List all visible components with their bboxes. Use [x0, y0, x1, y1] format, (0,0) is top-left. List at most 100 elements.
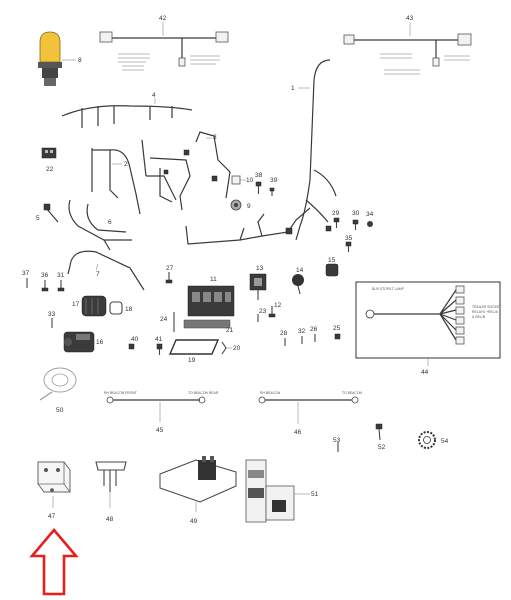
callout-52: 52 — [378, 444, 386, 451]
callout-6: 6 — [108, 219, 112, 226]
callout-27: 27 — [166, 265, 174, 272]
callout-20: 20 — [233, 345, 241, 352]
callout-9: 9 — [247, 203, 251, 210]
callout-28: 28 — [280, 330, 288, 337]
fuse-box-11 — [187, 285, 235, 317]
callout-7: 7 — [96, 271, 100, 278]
connector-10 — [231, 175, 246, 185]
screw-12 — [268, 306, 276, 318]
callout-41: 41 — [155, 336, 163, 343]
callout-47: 47 — [48, 513, 56, 520]
harness-4 — [61, 98, 193, 128]
inset-44-note-2: RELAYS +REL/A — [472, 310, 499, 314]
relay-13 — [249, 273, 267, 300]
callout-16: 16 — [96, 339, 104, 346]
assembly-51 — [245, 459, 310, 523]
harness-6 — [68, 199, 132, 251]
beacon-lamp-8 — [38, 31, 76, 86]
frame-19 — [168, 339, 220, 355]
callout-17: 17 — [72, 301, 80, 308]
harness-3 — [149, 131, 231, 211]
callout-25: 25 — [333, 325, 341, 332]
callout-54: 54 — [441, 438, 449, 445]
harness-43 — [343, 22, 472, 75]
harness-46: RH BEACON TO BEACON — [258, 391, 362, 424]
harness-42 — [99, 22, 229, 71]
callout-36: 36 — [41, 272, 49, 279]
star-washer-54 — [418, 431, 436, 449]
work-light-50 — [39, 367, 77, 401]
callout-37: 37 — [22, 270, 30, 277]
callout-10: 10 — [246, 177, 254, 184]
inset-44-note-3: & REL/B — [472, 315, 486, 319]
callout-15: 15 — [328, 257, 336, 264]
callout-44: 44 — [421, 369, 429, 376]
callout-38: 38 — [255, 172, 263, 179]
callout-53: 53 — [333, 437, 341, 444]
callout-46: 46 — [294, 429, 302, 436]
nut-34 — [367, 221, 373, 227]
callout-19: 19 — [188, 357, 196, 364]
callout-12: 12 — [274, 302, 282, 309]
callout-39: 39 — [270, 177, 278, 184]
callout-35: 35 — [345, 235, 353, 242]
callout-32: 32 — [298, 328, 306, 335]
harness-centre — [185, 207, 332, 245]
callout-30: 30 — [352, 210, 360, 217]
harness-45: RH BEACON FRONT TO BEACON REAR — [104, 391, 219, 422]
callout-24: 24 — [160, 316, 168, 323]
callout-33: 33 — [48, 311, 56, 318]
screw-25 — [334, 333, 341, 340]
callout-18: 18 — [125, 306, 133, 313]
callout-1: 1 — [291, 85, 295, 92]
pump-16 — [63, 331, 95, 353]
callout-45: 45 — [156, 427, 164, 434]
callout-2: 2 — [124, 161, 128, 168]
screw-39 — [269, 187, 275, 196]
callout-22: 22 — [46, 166, 54, 173]
motor-17 — [81, 295, 107, 317]
screw-36 — [41, 280, 49, 292]
callout-51: 51 — [311, 491, 319, 498]
inset-44: BUS STOP/LT LAMP TRAILER SOCKET RELAYS +… — [355, 281, 501, 366]
callout-11: 11 — [210, 276, 217, 283]
callout-23: 23 — [259, 308, 267, 315]
callout-49: 49 — [190, 518, 198, 525]
grommet-9 — [230, 199, 242, 211]
gasket-18 — [109, 301, 123, 315]
connector-22 — [41, 147, 57, 159]
inset-44-title: BUS STOP/LT LAMP — [372, 287, 405, 291]
harness-45-left-tag: RH BEACON FRONT — [104, 391, 137, 395]
callout-48: 48 — [106, 516, 114, 523]
switch-48 — [95, 461, 127, 508]
callout-3: 3 — [213, 134, 217, 141]
harness-7 — [67, 250, 145, 291]
harness-46-left-tag: RH BEACON — [260, 391, 281, 395]
callout-4: 4 — [152, 92, 156, 99]
screw-30 — [352, 219, 359, 230]
clip-20 — [221, 341, 232, 355]
bracket-47 — [37, 461, 71, 508]
screw-35 — [345, 241, 352, 252]
screw-38 — [255, 181, 262, 194]
callout-13: 13 — [256, 265, 264, 272]
horn-14 — [292, 274, 304, 295]
probe-5 — [43, 203, 59, 223]
callout-14: 14 — [296, 267, 304, 274]
screw-52 — [375, 423, 383, 441]
screw-27 — [165, 272, 173, 284]
callout-31: 31 — [57, 272, 65, 279]
callout-21: 21 — [226, 327, 234, 334]
screw-29 — [333, 217, 340, 228]
harness-45-right-tag: TO BEACON REAR — [188, 391, 219, 395]
plate-49 — [159, 456, 237, 512]
callout-50: 50 — [56, 407, 64, 414]
screw-31 — [57, 280, 65, 292]
callout-8: 8 — [78, 57, 82, 64]
screw-41 — [156, 343, 163, 355]
callout-40: 40 — [131, 336, 139, 343]
harness-1 — [295, 59, 337, 241]
callout-43: 43 — [406, 15, 414, 22]
screw-40 — [128, 343, 135, 350]
callout-42: 42 — [159, 15, 167, 22]
